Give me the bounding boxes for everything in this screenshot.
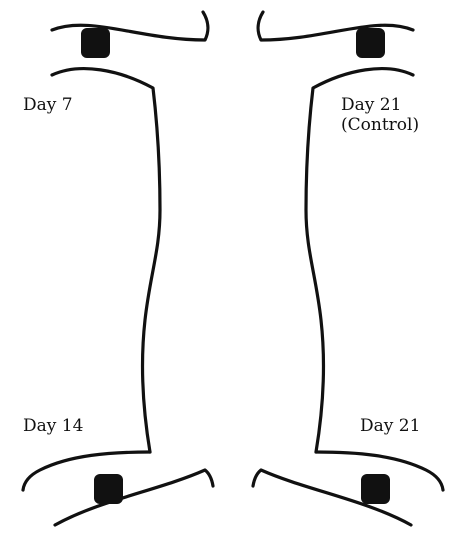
site-mark-bottom-right [361, 474, 390, 504]
site-mark-top-left [81, 28, 110, 58]
upper-eyelid-top-right [258, 12, 413, 40]
nose-outline-left [52, 69, 160, 452]
label-day-21-control-line2: (Control) [341, 115, 419, 135]
site-mark-bottom-left [94, 474, 123, 504]
upper-eyelid-top-left [52, 12, 208, 40]
lower-contour-bottom-left [23, 452, 150, 490]
label-day-21-control: Day 21 (Control) [341, 95, 419, 135]
label-day-14: Day 14 [23, 416, 83, 436]
label-day-7: Day 7 [23, 95, 73, 115]
label-day-21-control-line1: Day 21 [341, 95, 419, 115]
lower-eyelid-bottom-left [55, 470, 213, 525]
label-day-21: Day 21 [360, 416, 420, 436]
site-mark-top-right [356, 28, 385, 58]
